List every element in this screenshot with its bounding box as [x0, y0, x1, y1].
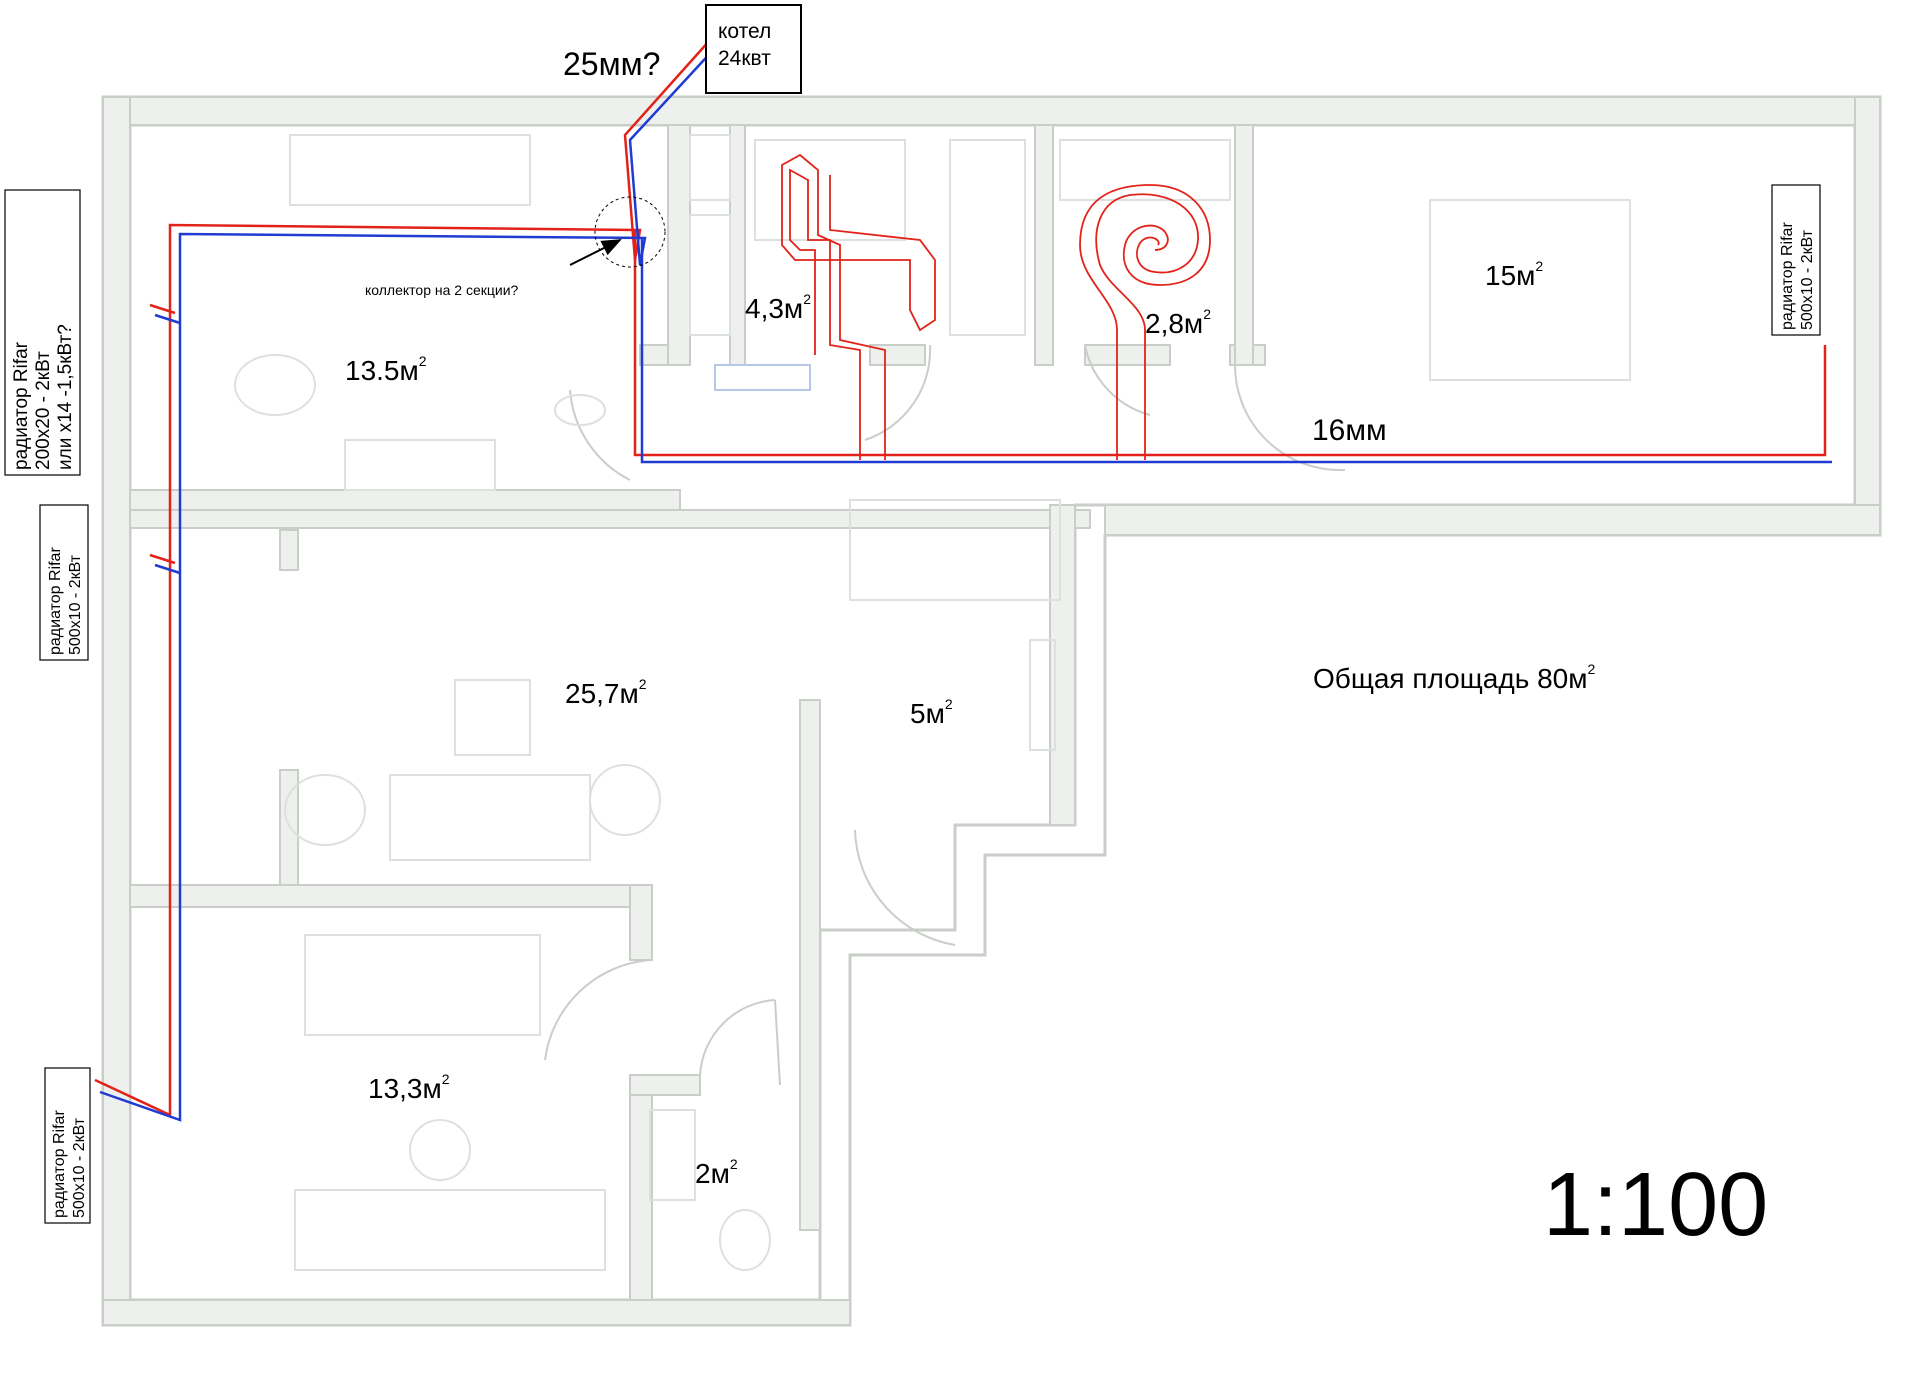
scale-label: 1:100 — [1543, 1155, 1768, 1255]
doors — [544, 344, 1346, 1086]
svg-text:или x14 -1,5кВт?: или x14 -1,5кВт? — [55, 324, 76, 470]
collector-marker — [594, 196, 666, 268]
supply-pipes — [94, 39, 1827, 1117]
boiler-label-line1: котел — [718, 20, 771, 43]
radiator-label-kitchen: радиатор Rifar 200x20 - 2кВт или x14 -1,… — [4, 189, 81, 476]
svg-text:500x10 - 2кВт: 500x10 - 2кВт — [67, 554, 84, 655]
svg-text:радиатор Rifar: радиатор Rifar — [1779, 222, 1796, 330]
collector-note: коллектор на 2 секции? — [365, 282, 519, 298]
svg-text:500x10 - 2кВт: 500x10 - 2кВт — [71, 1117, 88, 1218]
main-pipe-label: 25мм? — [563, 46, 660, 82]
svg-text:радиатор Rifar: радиатор Rifar — [47, 547, 64, 655]
boiler-box — [705, 4, 802, 94]
radiator-label-living: радиатор Rifar 500x10 - 2кВт — [39, 504, 89, 661]
total-area: Общая площадь 80м2 — [1313, 661, 1595, 694]
room-area-kitchen: 13.5м2 — [345, 353, 427, 386]
underfloor-heating-toilet — [1079, 184, 1211, 460]
branch-pipe-label: 16мм — [1312, 414, 1387, 447]
radiator-label-bedroom-lower: радиатор Rifar 500x10 - 2кВт — [44, 1067, 91, 1224]
boiler-label-line2: 24квт — [718, 47, 771, 70]
room-area-living: 25,7м2 — [565, 676, 647, 709]
return-pipes — [99, 47, 1832, 1122]
room-area-toilet-lower: 2м2 — [695, 1156, 738, 1189]
room-areas: 13.5м2 4,3м2 2,8м2 15м2 25,7м2 5м2 13,3м… — [345, 258, 1595, 1189]
svg-text:радиатор Rifar: радиатор Rifar — [51, 1110, 68, 1218]
underfloor-heating-bathroom — [781, 153, 936, 460]
room-area-bathroom: 4,3м2 — [745, 291, 811, 324]
room-area-bedroom-lower: 13,3м2 — [368, 1071, 450, 1104]
walls — [101, 95, 1882, 1327]
room-area-hall: 5м2 — [910, 696, 953, 729]
room-area-bedroom-right: 15м2 — [1485, 258, 1543, 291]
collector-arrow — [569, 239, 622, 266]
radiator-label-bedroom-right: радиатор Rifar 500x10 - 2кВт — [1771, 184, 1821, 336]
svg-text:радиатор Rifar: радиатор Rifar — [11, 341, 32, 470]
furniture — [234, 134, 1631, 1271]
svg-text:200x20 - 2кВт: 200x20 - 2кВт — [33, 351, 54, 470]
room-area-toilet-upper: 2,8м2 — [1145, 306, 1211, 339]
svg-text:500x10 - 2кВт: 500x10 - 2кВт — [1799, 229, 1816, 330]
